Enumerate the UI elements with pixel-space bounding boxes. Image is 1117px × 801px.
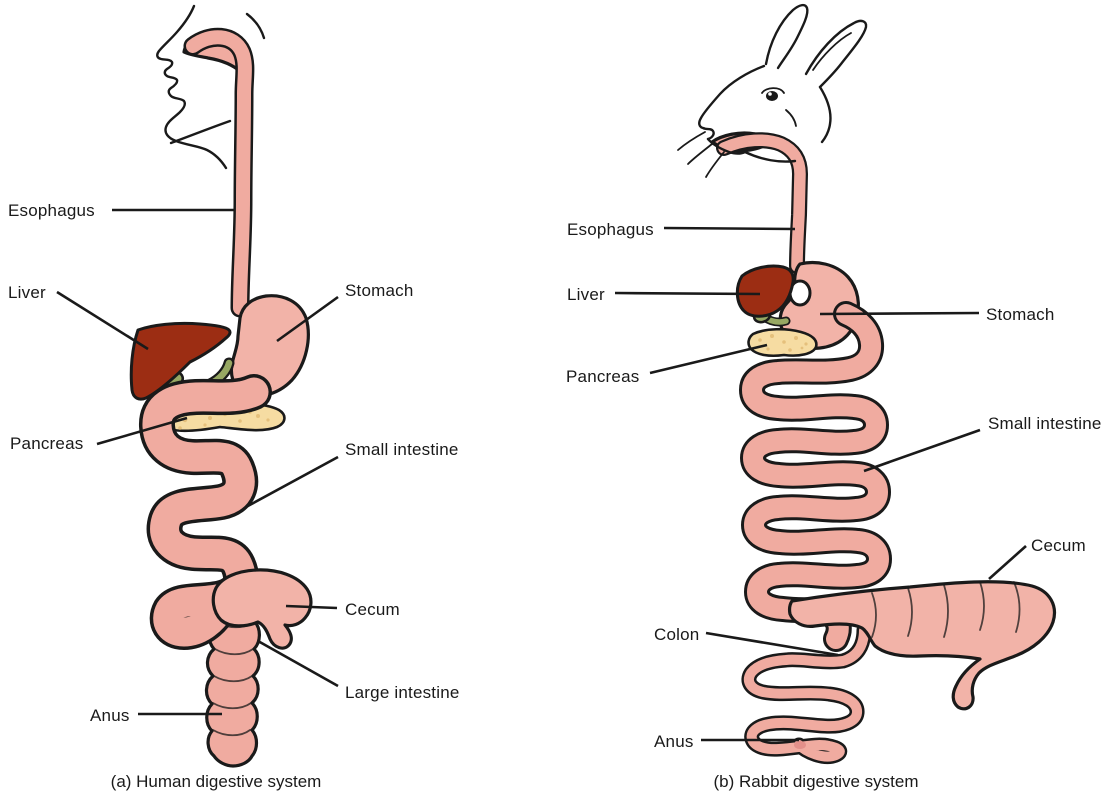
rabbit-head-outline <box>677 3 868 178</box>
caption-human-panel: (a) Human digestive system <box>110 772 322 791</box>
label-rabbit-colon: Colon <box>654 625 700 644</box>
leader-human-small-intestine <box>245 455 339 509</box>
human-cecum-shape <box>211 568 313 650</box>
label-human-large-intestine: Large intestine <box>345 683 460 702</box>
label-human-small-intestine: Small intestine <box>345 440 459 459</box>
rabbit-eye <box>766 91 778 101</box>
label-human-stomach: Stomach <box>345 281 414 300</box>
leader-lines <box>56 208 1027 742</box>
leader-rabbit-esophagus <box>663 226 796 231</box>
label-rabbit-liver: Liver <box>567 285 605 304</box>
label-rabbit-esophagus: Esophagus <box>567 220 654 239</box>
leader-human-stomach <box>276 295 339 343</box>
leader-human-liver <box>56 290 149 351</box>
human-head-outline <box>156 4 266 170</box>
rabbit-figure <box>677 3 1056 765</box>
rabbit-cecum-shape <box>788 580 1056 711</box>
label-rabbit-cecum: Cecum <box>1031 536 1086 555</box>
leader-human-large-intestine <box>257 639 339 688</box>
human-esophagus-shape <box>186 30 252 315</box>
rabbit-small-intestine-shape <box>742 304 889 649</box>
rabbit-esophagus-shape <box>718 134 806 272</box>
leader-human-cecum <box>285 604 338 610</box>
label-rabbit-small-intestine: Small intestine <box>988 414 1102 433</box>
rabbit-pancreas-texture <box>758 334 808 352</box>
leader-human-pancreas <box>96 416 188 446</box>
label-human-pancreas: Pancreas <box>10 434 84 453</box>
label-human-anus: Anus <box>90 706 130 725</box>
rabbit-colon-shape <box>743 625 869 762</box>
human-figure <box>129 4 313 768</box>
label-human-cecum: Cecum <box>345 600 400 619</box>
leader-rabbit-colon <box>705 631 839 657</box>
caption-rabbit-panel: (b) Rabbit digestive system <box>713 772 919 791</box>
leader-rabbit-small-intestine <box>863 428 981 473</box>
rabbit-cecum-creases <box>871 581 1021 638</box>
label-human-liver: Liver <box>8 283 46 302</box>
leader-rabbit-liver <box>614 291 761 296</box>
label-human-esophagus: Esophagus <box>8 201 95 220</box>
leader-rabbit-pancreas <box>649 343 768 375</box>
leader-rabbit-cecum <box>988 545 1027 580</box>
rabbit-anus-tip <box>794 741 806 749</box>
human-liver-shape <box>129 321 232 401</box>
label-rabbit-stomach: Stomach <box>986 305 1055 324</box>
label-rabbit-pancreas: Pancreas <box>566 367 640 386</box>
leader-rabbit-stomach <box>819 311 980 316</box>
rabbit-liver-shape <box>735 264 795 318</box>
label-rabbit-anus: Anus <box>654 732 694 751</box>
